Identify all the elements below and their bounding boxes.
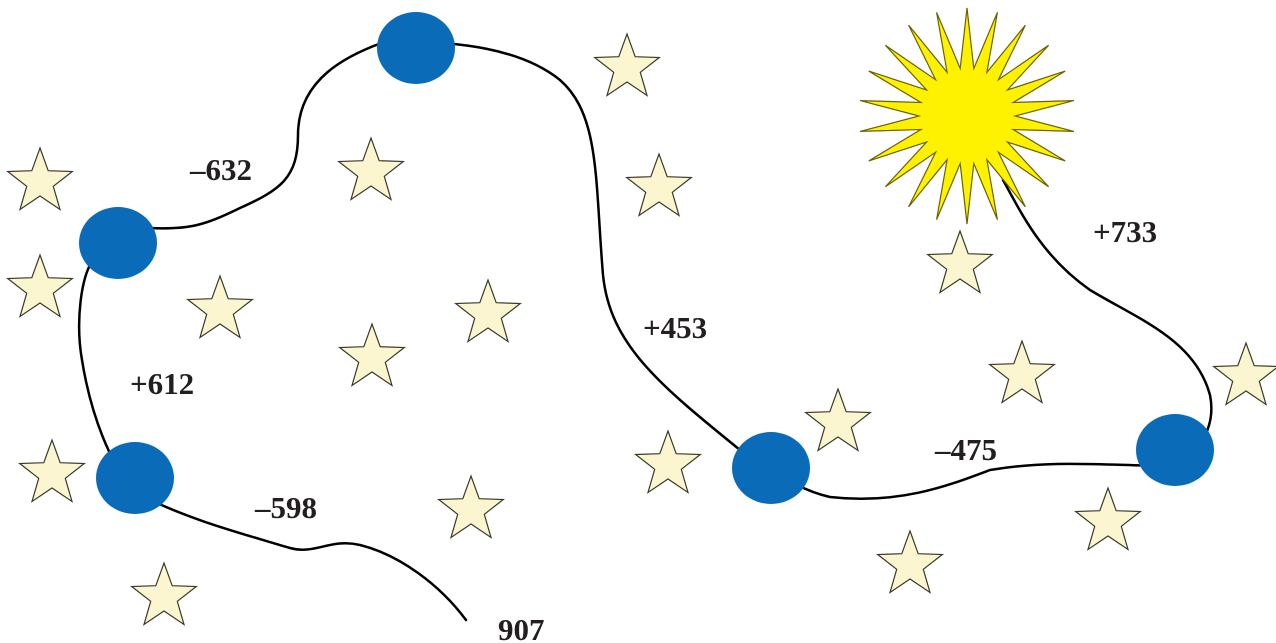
path-node-4 xyxy=(732,432,810,504)
star-icon xyxy=(6,253,74,318)
star-icon xyxy=(454,278,522,343)
edge-label-2: +612 xyxy=(130,366,194,401)
start-value: 907 xyxy=(498,612,545,643)
star-icon xyxy=(1212,341,1276,406)
path-node-3 xyxy=(96,442,174,514)
star-icon xyxy=(130,561,198,626)
star-icon xyxy=(6,146,74,211)
edge-label-3: –598 xyxy=(254,490,317,525)
stars-layer xyxy=(6,32,1276,626)
star-icon xyxy=(338,322,406,387)
star-icon xyxy=(926,229,994,294)
star-icon xyxy=(625,152,693,217)
star-icon xyxy=(186,274,254,339)
sun-icon xyxy=(859,7,1075,225)
edge-label-4: +453 xyxy=(643,310,707,345)
edge-label-6: +733 xyxy=(1093,214,1157,249)
path-line xyxy=(77,38,1213,622)
edge-label-1: –632 xyxy=(189,152,252,187)
path-node-2 xyxy=(79,207,157,279)
path-node-5 xyxy=(1136,414,1214,486)
edge-label-5: –475 xyxy=(934,432,997,467)
star-icon xyxy=(18,438,86,503)
star-icon xyxy=(634,429,702,494)
star-icon xyxy=(337,136,405,201)
star-icon xyxy=(1074,486,1142,551)
star-icon xyxy=(804,387,872,452)
path-node-1 xyxy=(377,12,455,84)
star-icon xyxy=(437,474,505,539)
star-icon xyxy=(593,32,661,97)
star-icon xyxy=(876,529,944,594)
star-icon xyxy=(988,339,1056,404)
